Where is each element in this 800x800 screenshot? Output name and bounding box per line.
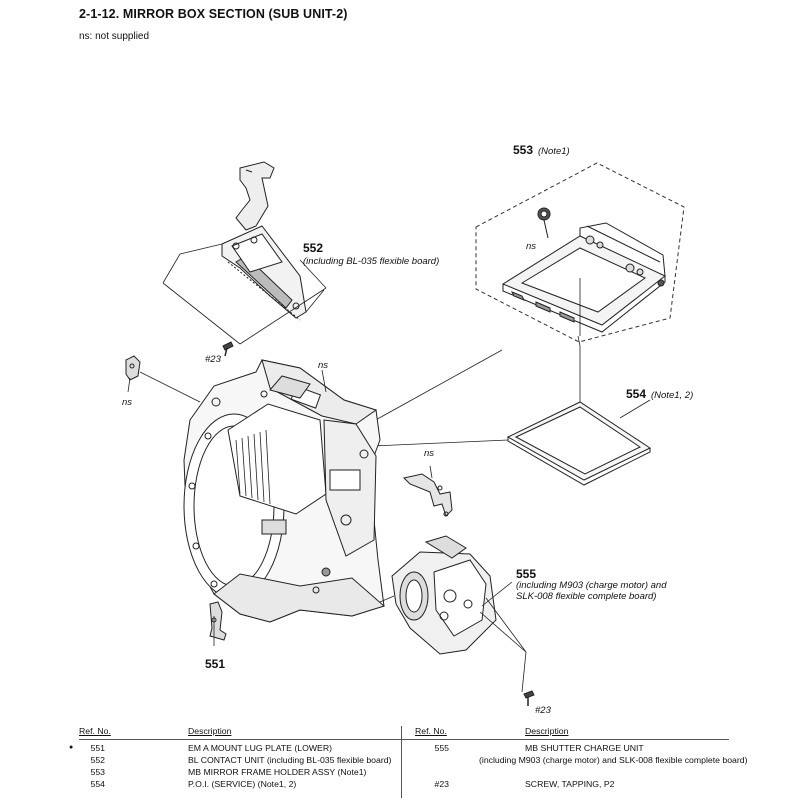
ns-legend: ns: not supplied — [79, 31, 150, 42]
description: MB MIRROR FRAME HOLDER ASSY (Note1) — [188, 767, 367, 777]
description: SCREW, TAPPING, P2 — [525, 779, 615, 789]
callout-555-desc-1: (including M903 (charge motor) and — [516, 580, 667, 591]
callout-551-num: 551 — [205, 657, 225, 671]
part-553-mirror-frame-holder — [475, 162, 685, 347]
ref-no: 552 — [90, 755, 106, 765]
screw-23-label-top: #23 — [205, 354, 222, 365]
callout-554-num: 554 — [626, 387, 646, 401]
part-551-lug-plate — [209, 601, 227, 646]
part-ns-left-bracket — [125, 355, 201, 403]
callout-555-num: 555 — [516, 567, 536, 581]
mirror-box-body — [183, 359, 386, 623]
description: BL CONTACT UNIT (including BL-035 flexib… — [188, 755, 392, 765]
description: (including M903 (charge motor) and SLK-0… — [479, 755, 748, 765]
callout-554: 554 (Note1, 2) — [626, 387, 693, 401]
description: P.O.I. (SERVICE) (Note1, 2) — [188, 779, 297, 789]
callout-553-num: 553 — [513, 143, 533, 157]
part-555-shutter-charge-unit — [379, 535, 535, 706]
ns-label-gear: ns — [526, 241, 536, 252]
exploded-view-diagram: 553 (Note1) 552 (including BL-035 flexib… — [122, 143, 693, 716]
column-divider — [401, 726, 402, 798]
description: EM A MOUNT LUG PLATE (LOWER) — [188, 743, 333, 753]
screw-23-label-bottom: #23 — [535, 705, 552, 716]
page-title: 2-1-12. MIRROR BOX SECTION (SUB UNIT-2) — [79, 7, 348, 21]
ref-no: #23 — [434, 779, 450, 789]
callout-552-num: 552 — [303, 241, 323, 255]
callout-555: 555 (including M903 (charge motor) and S… — [516, 567, 667, 602]
ns-label-right-bracket: ns — [424, 448, 434, 459]
callout-553-note: (Note1) — [538, 146, 570, 157]
callout-553: 553 (Note1) — [513, 143, 570, 157]
ref-no: 555 — [434, 743, 450, 753]
new-part-bullet: ● — [69, 744, 74, 751]
header-desc-right: Description — [525, 726, 569, 736]
callout-554-note: (Note1, 2) — [651, 390, 693, 401]
part-552-bl-contact-unit — [162, 161, 327, 357]
header-divider — [79, 739, 729, 740]
part-554-poi-plate — [506, 346, 652, 486]
header-desc-left: Description — [188, 726, 232, 736]
ref-no: 553 — [90, 767, 106, 777]
header-ref-right: Ref. No. — [415, 726, 447, 736]
ns-label-left-bracket: ns — [122, 397, 132, 408]
ref-no: 551 — [90, 743, 106, 753]
callout-552-desc: (including BL-035 flexible board) — [303, 256, 439, 267]
ns-label-body: ns — [318, 360, 328, 371]
callout-555-desc-2: SLK-008 flexible complete board) — [516, 591, 656, 602]
callout-552: 552 (including BL-035 flexible board) — [303, 241, 439, 267]
part-ns-right-bracket — [403, 465, 453, 517]
header-ref-left: Ref. No. — [79, 726, 111, 736]
ref-no: 554 — [90, 779, 106, 789]
description: MB SHUTTER CHARGE UNIT — [525, 743, 644, 753]
